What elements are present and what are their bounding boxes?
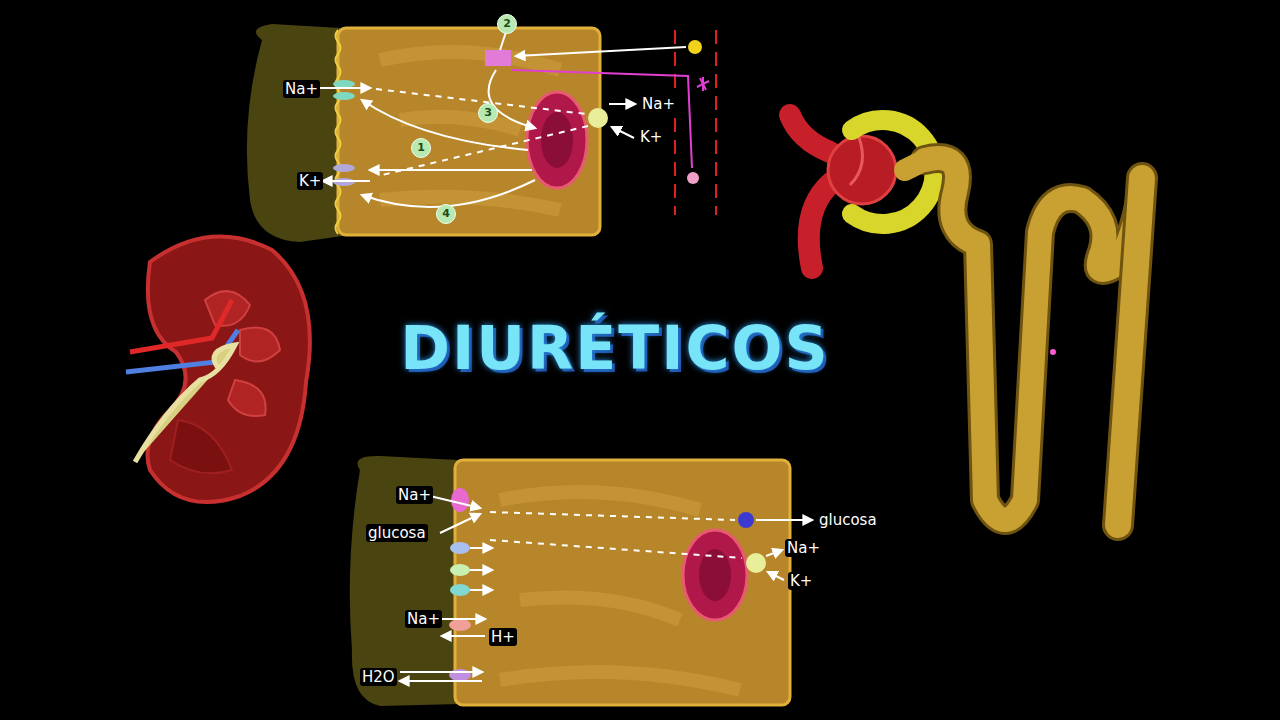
nephron-drawing bbox=[790, 115, 1142, 525]
kidney-drawing bbox=[126, 237, 310, 503]
callout-number: 1 bbox=[411, 138, 431, 158]
ion-label: K+ bbox=[788, 572, 814, 590]
ion-label: H2O bbox=[360, 668, 397, 686]
diagram-title: DIURÉTICOS bbox=[400, 313, 830, 383]
ion-label: Na+ bbox=[785, 539, 822, 557]
callout-number: 4 bbox=[436, 204, 456, 224]
ion-label: glucosa bbox=[817, 511, 879, 529]
ion-label: K+ bbox=[297, 172, 323, 190]
callout-number: 3 bbox=[478, 103, 498, 123]
ion-label: Na+ bbox=[640, 95, 677, 113]
ion-label: Na+ bbox=[396, 486, 433, 504]
top-cell-drawing bbox=[247, 24, 716, 242]
ion-label: Na+ bbox=[283, 80, 320, 98]
ion-label: glucosa bbox=[366, 524, 428, 542]
ion-label: K+ bbox=[638, 128, 664, 146]
bottom-cell-drawing bbox=[350, 456, 812, 706]
ion-label: H+ bbox=[489, 628, 517, 646]
ion-label: Na+ bbox=[405, 610, 442, 628]
callout-number: 2 bbox=[497, 14, 517, 34]
